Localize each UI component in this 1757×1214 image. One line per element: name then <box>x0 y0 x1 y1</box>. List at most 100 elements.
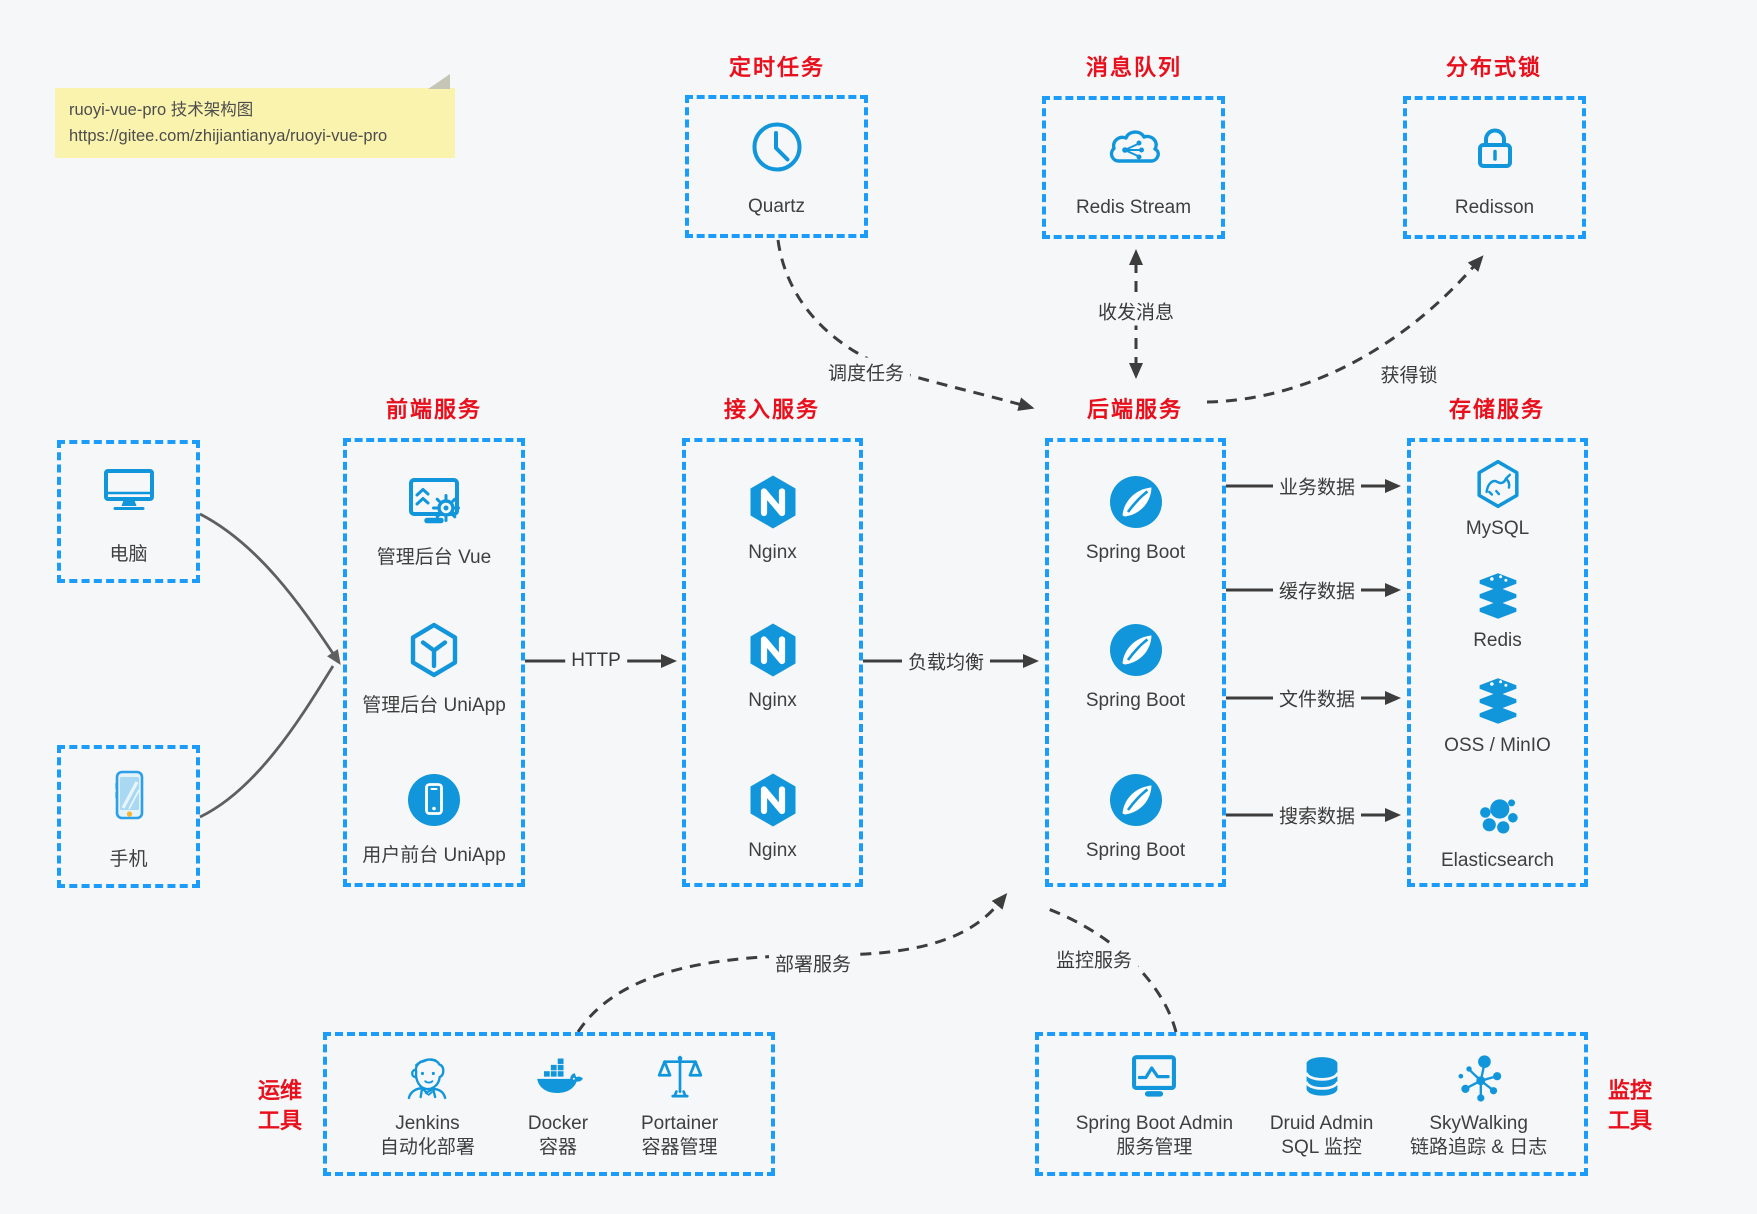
jenkins-name: Jenkins <box>395 1113 460 1135</box>
title-scheduler: 定时任务 <box>728 55 826 80</box>
frontend-user-uniapp-label: 用户前台 UniApp <box>362 845 506 866</box>
druid-desc: SQL 监控 <box>1281 1136 1362 1158</box>
box-quartz: Quartz <box>685 95 868 238</box>
storage-item-oss: OSS / MinIO <box>1411 673 1584 757</box>
phone-icon <box>114 770 143 819</box>
edge-label-monitor-service: 监控服务 <box>1049 944 1139 974</box>
edge-lock-line <box>1206 255 1484 404</box>
frontend-vue-label: 管理后台 Vue <box>376 547 492 568</box>
backend-item-2: Spring Boot <box>1049 618 1222 712</box>
edge-label-load-balance: 负载均衡 <box>901 646 991 676</box>
skywalking-icon <box>1458 1055 1501 1102</box>
ops-item-docker: Docker 容器 <box>528 1049 588 1158</box>
druid-name: Druid Admin <box>1269 1113 1374 1135</box>
spring-boot-admin-icon <box>1132 1055 1177 1097</box>
skywalking-desc: 链路追踪 & 日志 <box>1410 1136 1548 1158</box>
elasticsearch-icon <box>1479 799 1518 834</box>
mysql-icon <box>1476 459 1519 509</box>
gateway-item-2: Nginx <box>686 618 859 712</box>
docker-name: Docker <box>527 1113 589 1135</box>
box-monitor-tools: Spring Boot Admin 服务管理 Druid Admin SQL 监… <box>1035 1032 1588 1176</box>
phone-label: 手机 <box>109 848 148 870</box>
backend-spring-label-2: Spring Boot <box>1085 690 1186 711</box>
title-frontend: 前端服务 <box>385 397 483 422</box>
sba-name: Spring Boot Admin <box>1075 1113 1234 1135</box>
edge-label-business-data: 业务数据 <box>1272 471 1362 501</box>
lock-icon <box>1477 128 1512 168</box>
storage-item-es: Elasticsearch <box>1411 788 1584 872</box>
title-monitor-line2: 工具 <box>1607 1107 1652 1133</box>
gateway-item-1: Nginx <box>686 470 859 564</box>
computer-icon <box>103 468 154 510</box>
oss-minio-icon <box>1479 678 1516 724</box>
storage-item-mysql: MySQL <box>1411 456 1584 540</box>
title-gateway: 接入服务 <box>723 397 821 422</box>
jenkins-icon <box>408 1058 447 1100</box>
monitor-item-skywalking: SkyWalking 链路追踪 & 日志 <box>1410 1049 1547 1158</box>
jenkins-desc: 自动化部署 <box>379 1136 475 1158</box>
nginx-icon <box>750 623 795 677</box>
quartz-label: Quartz <box>747 196 806 217</box>
note-title: ruoyi-vue-pro 技术架构图 <box>69 101 254 119</box>
redis-icon <box>1479 573 1516 619</box>
note-url: https://gitee.com/zhijiantianya/ruoyi-vu… <box>69 126 388 145</box>
admin-vue-icon <box>409 478 460 524</box>
title-monitor-tools: 监控 工具 <box>1598 1076 1662 1135</box>
redisson-label: Redisson <box>1454 197 1535 218</box>
backend-item-1: Spring Boot <box>1049 470 1222 564</box>
storage-es-label: Elasticsearch <box>1441 850 1554 871</box>
gateway-nginx-label-3: Nginx <box>748 840 797 861</box>
monitor-item-sba: Spring Boot Admin 服务管理 <box>1076 1049 1233 1158</box>
docker-icon <box>537 1058 583 1094</box>
title-message-queue: 消息队列 <box>1085 55 1183 80</box>
monitor-item-druid: Druid Admin SQL 监控 <box>1269 1049 1374 1158</box>
gateway-nginx-label-1: Nginx <box>748 542 797 563</box>
storage-redis-label: Redis <box>1473 630 1522 651</box>
frontend-item-user-uniapp: 用户前台 UniApp <box>347 768 521 867</box>
backend-spring-label-1: Spring Boot <box>1085 542 1186 563</box>
backend-spring-label-3: Spring Boot <box>1085 840 1186 861</box>
edge-label-send-receive: 收发消息 <box>1091 296 1181 326</box>
skywalking-name: SkyWalking <box>1429 1113 1528 1135</box>
box-ops-tools: Jenkins 自动化部署 Docker 容器 <box>323 1032 775 1176</box>
frontend-admin-uniapp-label: 管理后台 UniApp <box>362 695 506 716</box>
box-backend: Spring Boot Spring Boot Spring Boot <box>1045 438 1226 887</box>
edge-deploy-line <box>576 892 1008 1033</box>
frontend-item-admin-uniapp: 管理后台 UniApp <box>347 618 521 717</box>
edge-label-search-data: 搜索数据 <box>1272 800 1362 830</box>
title-ops-line1: 运维 <box>257 1078 302 1103</box>
edge-phone-to-frontend <box>199 665 335 819</box>
edge-computer-to-frontend <box>199 512 341 666</box>
nginx-icon <box>750 475 795 529</box>
backend-item-3: Spring Boot <box>1049 768 1222 862</box>
storage-mysql-label: MySQL <box>1465 518 1530 539</box>
storage-oss-label: OSS / MinIO <box>1444 735 1551 756</box>
box-redisson: Redisson <box>1403 96 1586 239</box>
title-storage: 存储服务 <box>1448 397 1546 422</box>
title-ops-line2: 工具 <box>257 1107 302 1133</box>
docker-desc: 容器 <box>538 1136 577 1158</box>
ops-item-jenkins: Jenkins 自动化部署 <box>380 1049 475 1158</box>
spring-boot-icon <box>1109 774 1162 826</box>
edge-label-file-data: 文件数据 <box>1272 683 1362 713</box>
nginx-icon <box>750 773 795 827</box>
box-frontend: 管理后台 Vue 管理后台 UniApp 用户前台 UniApp <box>343 438 525 887</box>
edge-label-deploy-service: 部署服务 <box>768 948 858 978</box>
spring-boot-icon <box>1109 624 1162 676</box>
sticky-note: ruoyi-vue-pro 技术架构图 https://gitee.com/zh… <box>55 74 455 158</box>
edge-label-acquire-lock: 获得锁 <box>1374 359 1444 389</box>
title-ops-tools: 运维 工具 <box>248 1076 312 1135</box>
user-app-icon <box>408 774 460 826</box>
message-cloud-icon <box>1109 130 1160 163</box>
redis-stream-label: Redis Stream <box>1075 197 1192 218</box>
box-redis-stream: Redis Stream <box>1042 96 1225 239</box>
frontend-item-vue: 管理后台 Vue <box>347 470 521 569</box>
spring-boot-icon <box>1109 476 1162 528</box>
box-gateway: Nginx Nginx Nginx <box>682 438 863 887</box>
portainer-icon <box>657 1056 702 1098</box>
druid-database-icon <box>1304 1057 1339 1096</box>
storage-item-redis: Redis <box>1411 568 1584 652</box>
box-storage: MySQL Redis <box>1407 438 1588 887</box>
clock-icon <box>752 122 801 172</box>
title-backend: 后端服务 <box>1086 397 1184 422</box>
